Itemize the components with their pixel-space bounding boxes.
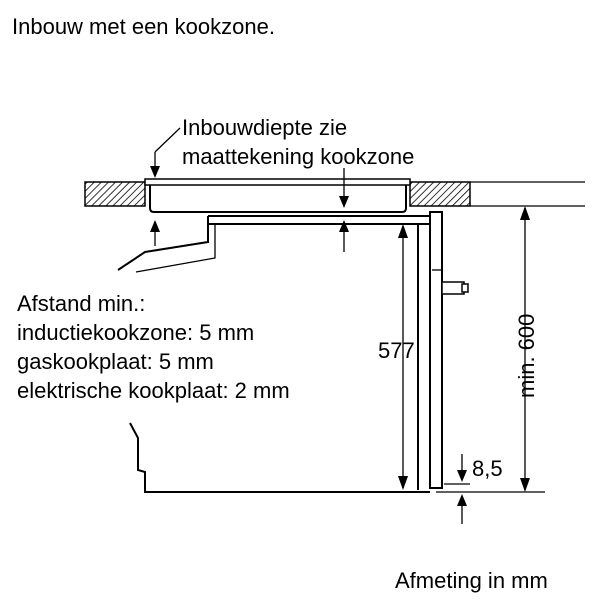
dim-600-label: min. 600 — [514, 314, 539, 398]
distance-arrowhead-top — [339, 196, 349, 208]
oven-top-slope-inner — [135, 224, 216, 273]
distance-item-electric: elektrische kookplaat: 2 mm — [17, 378, 290, 403]
depth-arrowhead-up — [150, 220, 160, 232]
dim-600-arrowhead-bottom — [520, 478, 530, 492]
unit-note: Afmeting in mm — [395, 568, 548, 593]
distance-arrowhead-bottom — [339, 220, 349, 232]
distance-item-gas: gaskookplaat: 5 mm — [17, 349, 214, 374]
dim-8-5-arrowhead-up — [457, 494, 467, 506]
dim-577-arrowhead-bottom — [398, 476, 408, 490]
countertop-left — [84, 181, 146, 207]
distance-item-induction: inductiekookzone: 5 mm — [17, 320, 254, 345]
dim-600-arrowhead-top — [520, 206, 530, 220]
countertop-right — [409, 181, 471, 207]
dim-8-5-arrowhead-down — [457, 470, 467, 482]
oven-knob — [441, 281, 465, 295]
depth-callout-line1: Inbouwdiepte zie — [182, 115, 347, 140]
oven-top-slope — [117, 216, 209, 271]
oven-front-panel — [429, 211, 443, 489]
oven-base — [129, 422, 430, 493]
depth-arrowhead-down — [150, 166, 160, 178]
dim-577-arrowhead-top — [398, 224, 408, 238]
dim-577-label: 577 — [378, 338, 415, 363]
dim-8-5-label: 8,5 — [472, 456, 503, 481]
oven-top-profile — [208, 215, 431, 225]
distance-heading: Afstand min.: — [17, 291, 145, 316]
page-title: Inbouw met een kookzone. — [12, 14, 275, 39]
cooktop-plate — [144, 178, 411, 186]
depth-callout-line2: maattekening kookzone — [182, 144, 414, 169]
depth-callout-leader — [154, 127, 181, 153]
oven-knob-tip — [461, 283, 469, 293]
cooktop-body — [149, 185, 407, 213]
